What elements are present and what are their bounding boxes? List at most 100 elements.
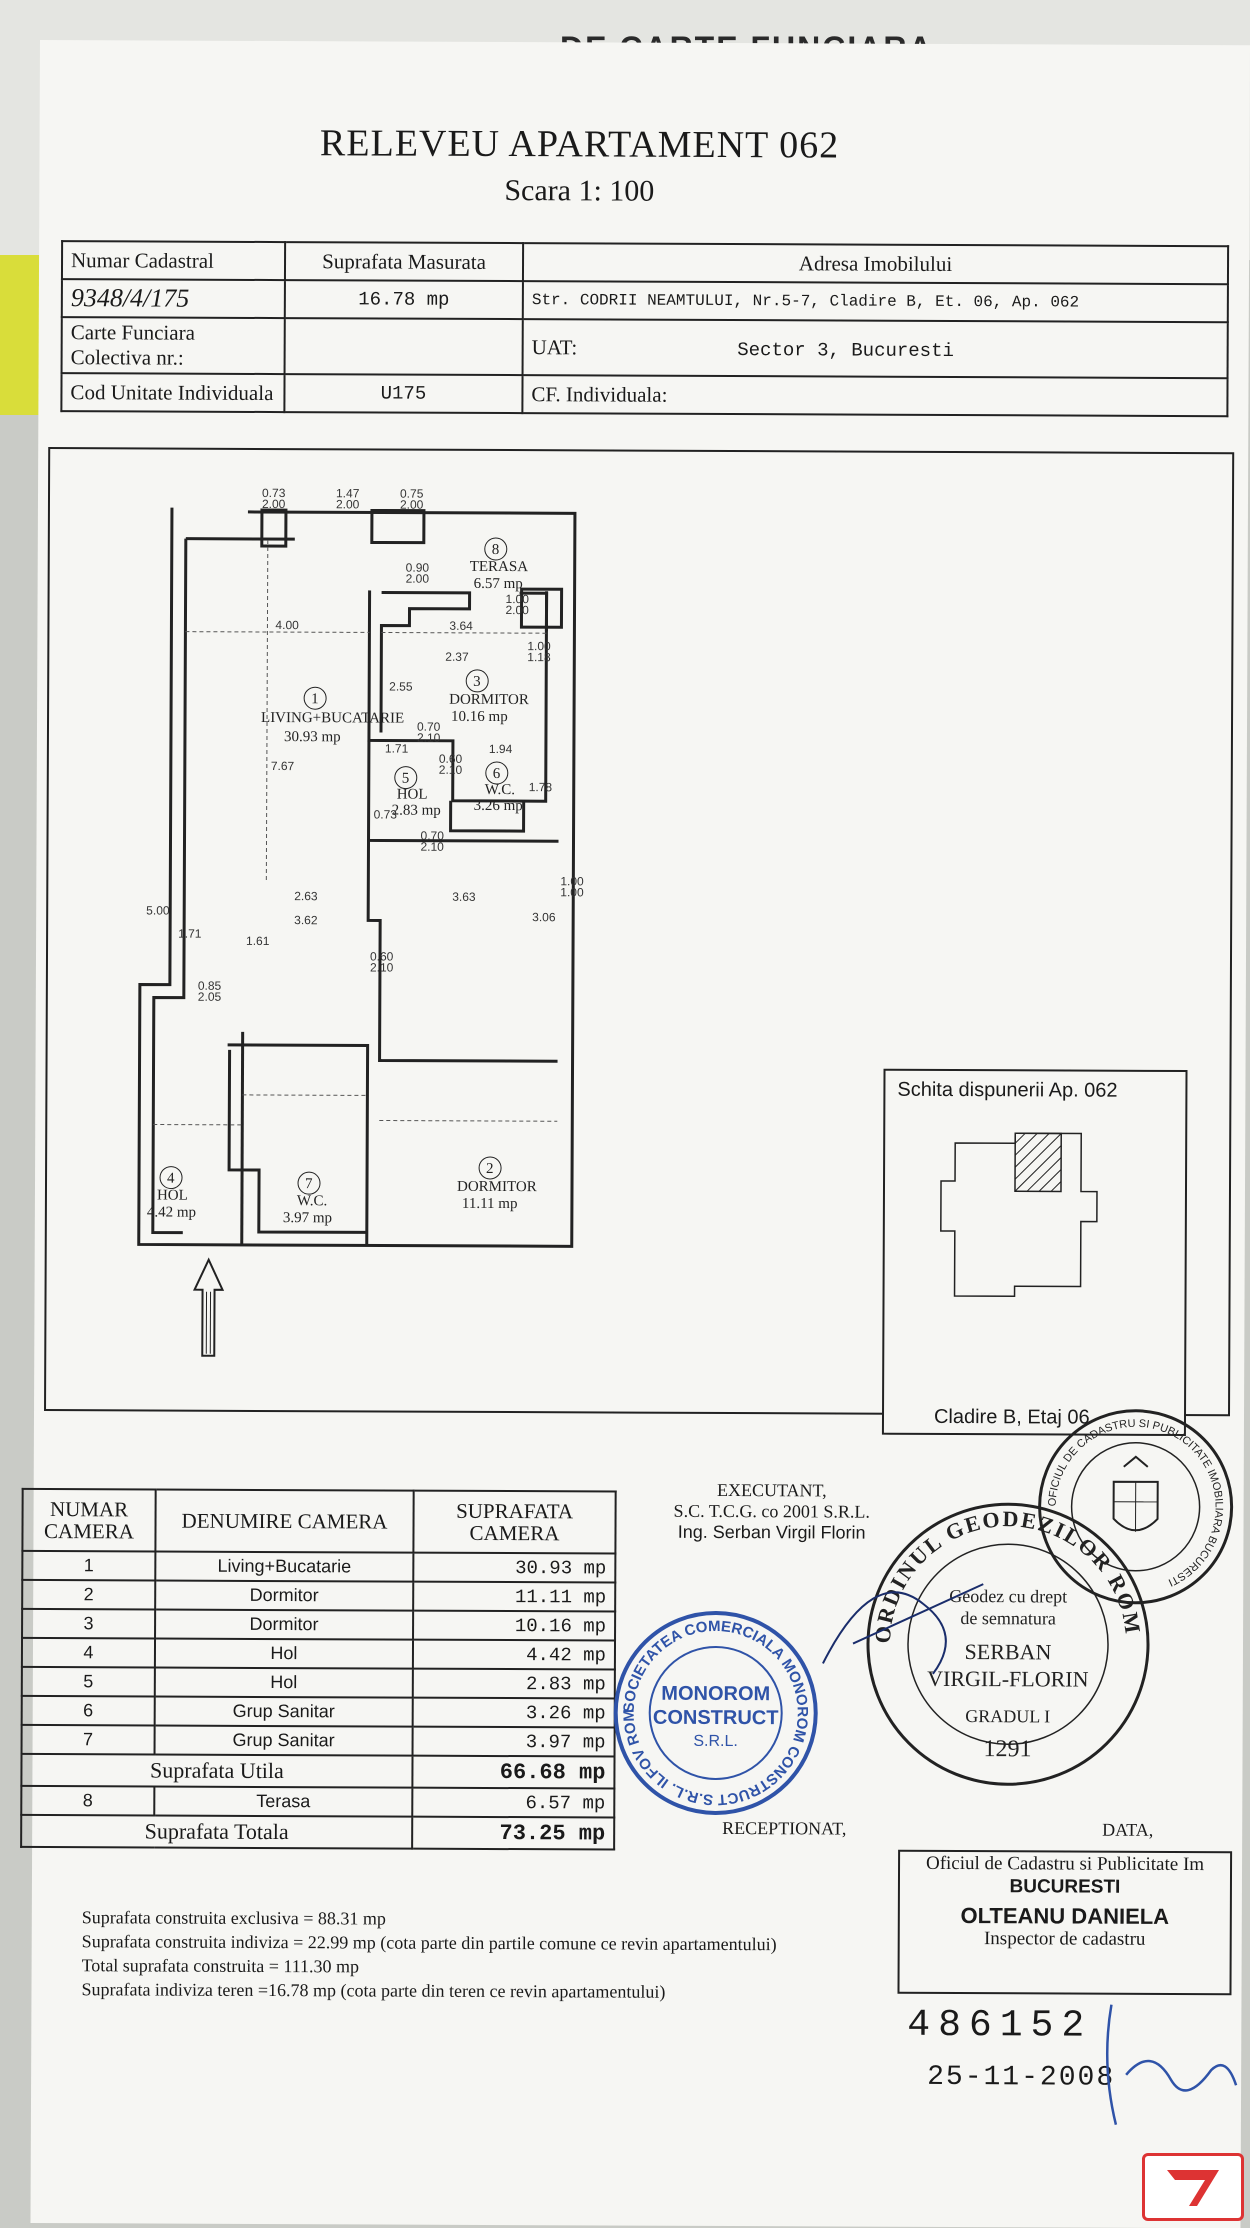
dim-label: 0.73: [374, 807, 398, 821]
executant-label: EXECUTANT,: [674, 1480, 870, 1502]
room-8-area: 6.57 mp: [474, 576, 523, 592]
scale-label: Scara 1: 100: [219, 173, 939, 210]
row-area: 30.93 mp: [413, 1553, 615, 1583]
adresa-value: Str. CODRII NEAMTULUI, Nr.5-7, Cladire B…: [523, 281, 1228, 322]
dim-label: 2.10: [439, 763, 463, 777]
dim-label: 2.10: [420, 840, 444, 854]
entrance-arrow: [194, 1260, 222, 1356]
dim-label: 3.62: [294, 913, 318, 927]
dim-label: 2.00: [400, 498, 424, 512]
totala-value: 73.25 mp: [412, 1817, 614, 1850]
dim-label: 2.10: [417, 731, 441, 745]
room-8-num: 8: [492, 542, 500, 558]
uat-cell: UAT: Sector 3, Bucuresti: [523, 319, 1228, 378]
row-area: 3.26 mp: [413, 1698, 615, 1728]
bedroom2-walls: [368, 840, 559, 1061]
row-num: 4: [22, 1638, 155, 1668]
row-area: 2.83 mp: [413, 1669, 615, 1699]
room-1-area: 30.93 mp: [284, 729, 341, 745]
dim-label: 2.00: [336, 497, 360, 511]
header-numar: NUMAR CAMERA: [22, 1489, 155, 1552]
oficiu-line1: Oficiul de Cadastru si Publicitate Im: [900, 1852, 1230, 1876]
room-6-name: W.C.: [485, 782, 515, 798]
dim-label: 1.61: [246, 934, 270, 948]
room-2-name: DORMITOR: [457, 1179, 537, 1195]
dim-label: 3.63: [452, 890, 476, 904]
ancpi-stamp: OFICIUL DE CADASTRU SI PUBLICITATE IMOBI…: [1035, 1406, 1236, 1607]
note-line: Suprafata construita indiviza = 22.99 mp…: [82, 1929, 777, 1956]
hol4-wall: [242, 1032, 243, 1245]
stamp-date: 25-11-2008: [927, 2062, 1115, 2094]
row-name: Grup Sanitar: [155, 1697, 413, 1727]
plan-walls: [139, 507, 575, 1246]
stamp-number: 486152: [907, 2004, 1092, 2048]
room-4-num: 4: [167, 1171, 175, 1187]
dim-label: 1.71: [385, 742, 409, 756]
room-7-num: 7: [305, 1176, 313, 1192]
row-name: Dormitor: [155, 1581, 413, 1611]
oficiu-name: OLTEANU DANIELA: [900, 1904, 1230, 1928]
surface-notes: Suprafata construita exclusiva = 88.31 m…: [81, 1905, 776, 2004]
utila-value: 66.68 mp: [412, 1756, 614, 1789]
dim-label: 2.55: [389, 680, 413, 694]
room-2-num: 2: [486, 1161, 494, 1177]
room-6-num: 6: [493, 766, 501, 782]
oficiu-stamp: Oficiul de Cadastru si Publicitate Im BU…: [897, 1850, 1232, 1995]
room-7-label: 7 W.C. 3.97 mp: [283, 1172, 332, 1226]
receptionat-label: RECEPTIONAT,: [722, 1818, 846, 1840]
app-logo-icon: [1142, 2153, 1244, 2221]
note-line: Total suprafata construita = 111.30 mp: [82, 1953, 777, 1980]
room-3-num: 3: [473, 674, 481, 690]
room-8-name: TERASA: [470, 559, 529, 575]
row-name: Grup Sanitar: [155, 1726, 413, 1756]
room-3-area: 10.16 mp: [451, 709, 508, 725]
signature: [813, 1543, 994, 1694]
executant-company: S.C. T.C.G. co 2001 S.R.L.: [674, 1501, 870, 1523]
dim-label: 2.00: [262, 497, 286, 511]
dim-label: 7.67: [271, 759, 295, 773]
totala-label: Suprafata Totala: [21, 1815, 412, 1849]
row-num: 2: [22, 1580, 155, 1610]
row-area: 4.42 mp: [413, 1640, 615, 1670]
row-name: Hol: [155, 1639, 413, 1669]
room-7-area: 3.97 mp: [283, 1210, 332, 1226]
oficiu-role: Inspector de cadastru: [900, 1927, 1230, 1951]
uat-label: UAT:: [532, 335, 578, 359]
suprafata-value: 16.78 mp: [285, 280, 523, 319]
window-2: [372, 510, 424, 542]
carte-funciara-value: [285, 318, 523, 375]
carte-funciara-label: Carte Funciara Colectiva nr.:: [62, 317, 285, 374]
room-7-name: W.C.: [297, 1193, 327, 1209]
dim-label: 1.71: [178, 927, 202, 941]
company-stamp-center1: MONOROM: [661, 1683, 770, 1705]
room-2-area: 11.11 mp: [462, 1196, 518, 1212]
room-5-label: 5 HOL 2.83 mp: [392, 767, 441, 819]
room-4-area: 4.42 mp: [147, 1204, 196, 1220]
uat-value: Sector 3, Bucuresti: [737, 339, 954, 362]
geodez-grade: GRADUL I: [965, 1706, 1050, 1726]
executant-block: EXECUTANT, S.C. T.C.G. co 2001 S.R.L. In…: [673, 1480, 870, 1544]
cod-unitate-value: U175: [284, 374, 522, 413]
oficiu-line2: BUCURESTI: [900, 1875, 1230, 1899]
terasa-name: Terasa: [154, 1787, 412, 1817]
row-num: 1: [22, 1551, 155, 1581]
dim-label: 1.00: [560, 885, 584, 899]
document-page: RELEVEU APARTAMENT 062 Scara 1: 100 Numa…: [30, 40, 1250, 2228]
row-num: 5: [22, 1667, 155, 1697]
room-1-label: 1 LIVING+BUCATARIE 30.93 mp: [261, 687, 404, 746]
dim-label: 2.10: [370, 960, 394, 974]
dim-label: 2.00: [406, 572, 430, 586]
row-name: Dormitor: [155, 1610, 413, 1640]
room-5-area: 2.83 mp: [392, 803, 441, 819]
rooms-table: NUMAR CAMERA DENUMIRE CAMERA SUPRAFATA C…: [20, 1488, 617, 1851]
window-1: [262, 510, 286, 546]
row-area: 11.11 mp: [413, 1582, 615, 1612]
